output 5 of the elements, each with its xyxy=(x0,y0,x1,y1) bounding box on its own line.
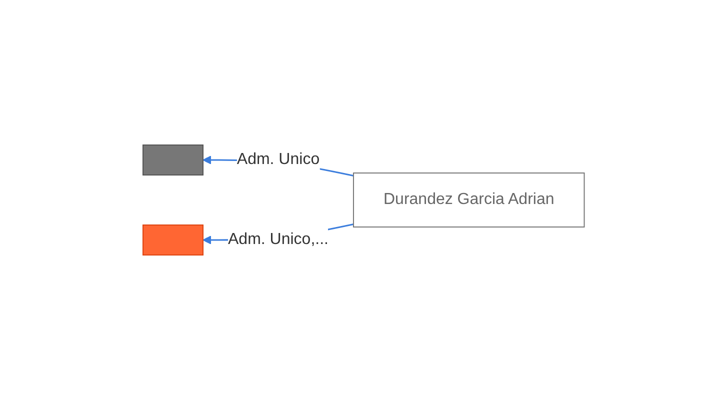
node-box xyxy=(142,144,204,176)
node-box xyxy=(142,224,204,256)
node-box: Durandez Garcia Adrian xyxy=(353,172,586,228)
edge-label: Adm. Unico,... xyxy=(228,231,329,248)
edge-label: Adm. Unico xyxy=(237,151,320,168)
